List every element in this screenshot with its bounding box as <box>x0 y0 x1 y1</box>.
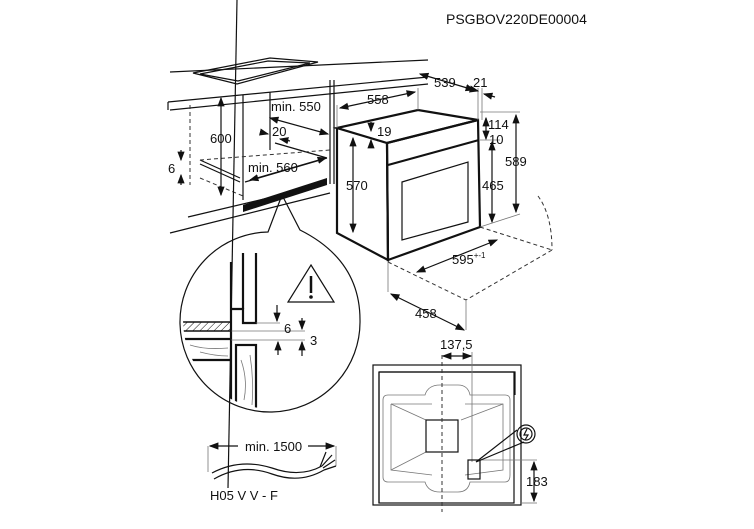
oven-window <box>401 161 469 241</box>
cabinet-drawing <box>167 57 429 234</box>
warning-icon <box>286 263 336 303</box>
dim-detail-gap-3: 3 <box>310 333 317 348</box>
dim-oven-front: 21 <box>473 75 487 90</box>
dim-oven-height-total: 589 <box>505 154 527 169</box>
dim-oven-width: 595+-1 <box>452 251 486 267</box>
dim-oven-height-door: 465 <box>482 178 504 193</box>
hob-outline <box>192 57 319 85</box>
detail-magnifier <box>179 193 361 413</box>
plinth-bar <box>243 178 327 212</box>
dim-cabinet-depth: min. 550 <box>271 99 321 114</box>
dim-rear-offset-y: 183 <box>526 474 548 489</box>
dim-oven-depth-total: 558 <box>367 92 389 107</box>
cable-drawing <box>207 0 337 489</box>
cable-type-label: H05 V V - F <box>210 488 278 503</box>
dim-cabinet-gap: 20 <box>272 124 286 139</box>
dim-oven-top: 19 <box>377 124 391 139</box>
dim-detail-gap-6: 6 <box>284 321 291 336</box>
dim-oven-top-offset: 114 <box>488 117 509 132</box>
dim-oven-depth-body: 539 <box>434 75 456 90</box>
dim-cabinet-width: min. 560 <box>248 160 298 175</box>
dim-cabinet-offset: 6 <box>168 161 175 176</box>
power-socket <box>467 459 481 480</box>
document-code: PSGBOV220DE00004 <box>446 11 587 27</box>
dim-oven-depth-side: 458 <box>415 306 437 321</box>
oven-drawing <box>332 72 553 331</box>
dim-cabinet-height: 600 <box>210 131 232 146</box>
rear-view-drawing <box>372 352 538 512</box>
dim-oven-height-body: 570 <box>346 178 368 193</box>
electric-icon <box>516 424 536 444</box>
dim-oven-offset: 10 <box>489 132 503 147</box>
dim-cable-length: min. 1500 <box>245 439 302 454</box>
dim-rear-offset-x: 137,5 <box>440 337 473 352</box>
